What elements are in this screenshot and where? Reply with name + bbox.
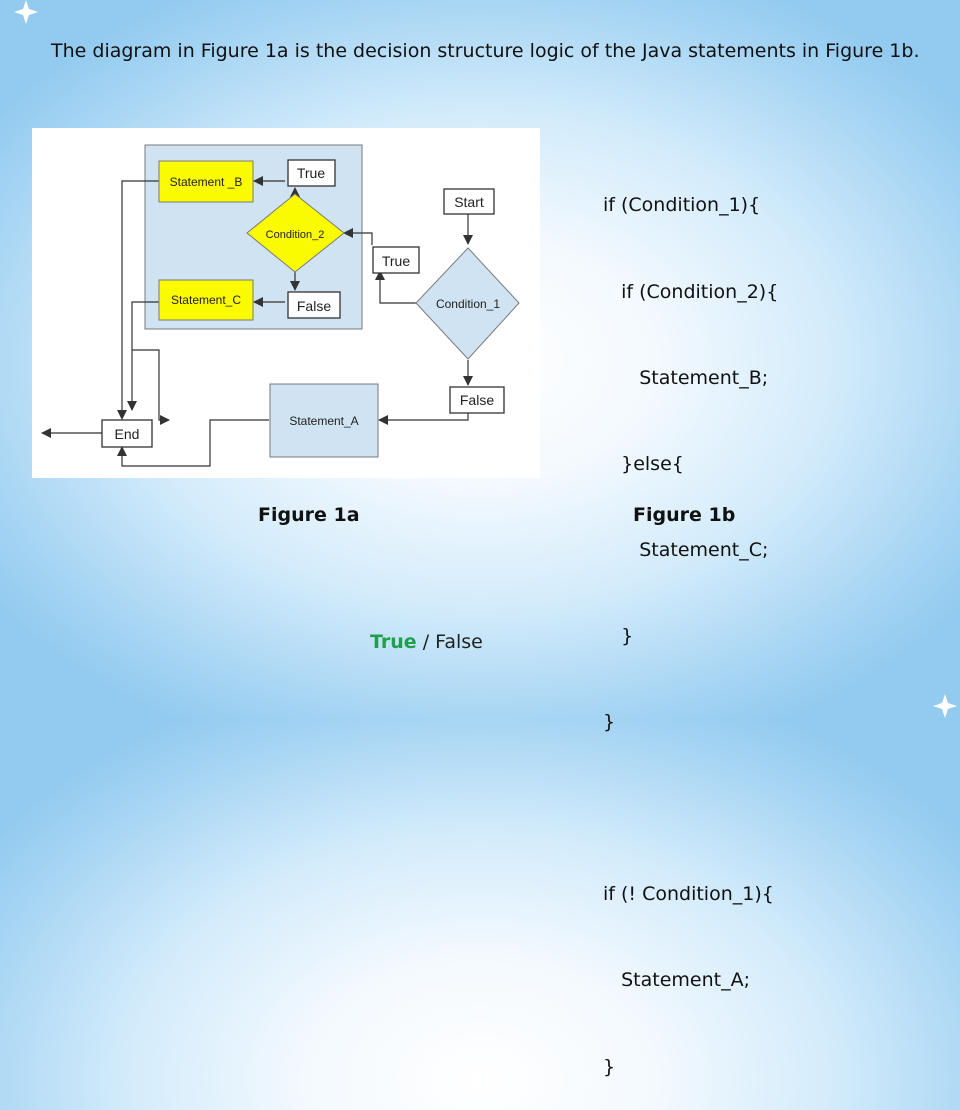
answer-false: False: [435, 631, 483, 653]
code-line: }: [603, 711, 616, 734]
code-line: Statement_A;: [603, 969, 750, 992]
statement-c-node: [158, 279, 254, 321]
condition-2-label: Condition_2: [266, 229, 325, 241]
flowchart-figure: Start Condition_1 Condition_2 True True …: [32, 128, 540, 478]
end-node: [101, 419, 153, 448]
answer-true: True: [370, 631, 417, 653]
figure-1a-caption: Figure 1a: [258, 504, 360, 526]
condition-2-diamond: [246, 193, 345, 273]
flowchart-diagram: Start Condition_1 Condition_2 True True …: [41, 144, 520, 467]
statement-a-node: [269, 383, 379, 458]
java-code-block: if (Condition_1){ if (Condition_2){ Stat…: [603, 134, 778, 1110]
condition-1-diamond: [415, 247, 520, 360]
true-2-label: True: [297, 165, 325, 181]
false-2-node: [287, 291, 341, 319]
start-node: [443, 188, 495, 215]
statement-a-label: Statement_A: [289, 414, 358, 428]
condition-1-label: Condition_1: [436, 297, 500, 311]
flowchart-connectors: [41, 176, 473, 467]
start-label: Start: [454, 194, 484, 210]
code-line: }: [603, 624, 634, 647]
answer-separator: /: [416, 631, 436, 653]
true-false-answer: True / False: [370, 631, 483, 653]
code-line: if (! Condition_1){: [603, 883, 774, 906]
false-1-node: [449, 386, 505, 414]
true-1-label: True: [382, 253, 410, 269]
false-1-label: False: [460, 392, 494, 408]
code-line: Statement_C;: [603, 538, 769, 561]
code-line: if (Condition_2){: [603, 280, 779, 303]
statement-b-label: Statement _B: [170, 175, 243, 189]
false-2-label: False: [297, 298, 331, 314]
code-line: Statement_B;: [603, 366, 769, 389]
code-line: }else{: [603, 452, 684, 475]
intro-text: The diagram in Figure 1a is the decision…: [51, 40, 920, 62]
code-line: [603, 794, 778, 823]
true-2-node: [287, 159, 336, 187]
true-1-node: [372, 246, 420, 274]
code-line: }: [603, 1055, 616, 1078]
code-line: if (Condition_1){: [603, 194, 761, 217]
statement-b-node: [158, 160, 254, 203]
statement-c-label: Statement_C: [171, 293, 241, 307]
end-label: End: [115, 426, 140, 442]
figure-1b-caption: Figure 1b: [633, 504, 736, 526]
